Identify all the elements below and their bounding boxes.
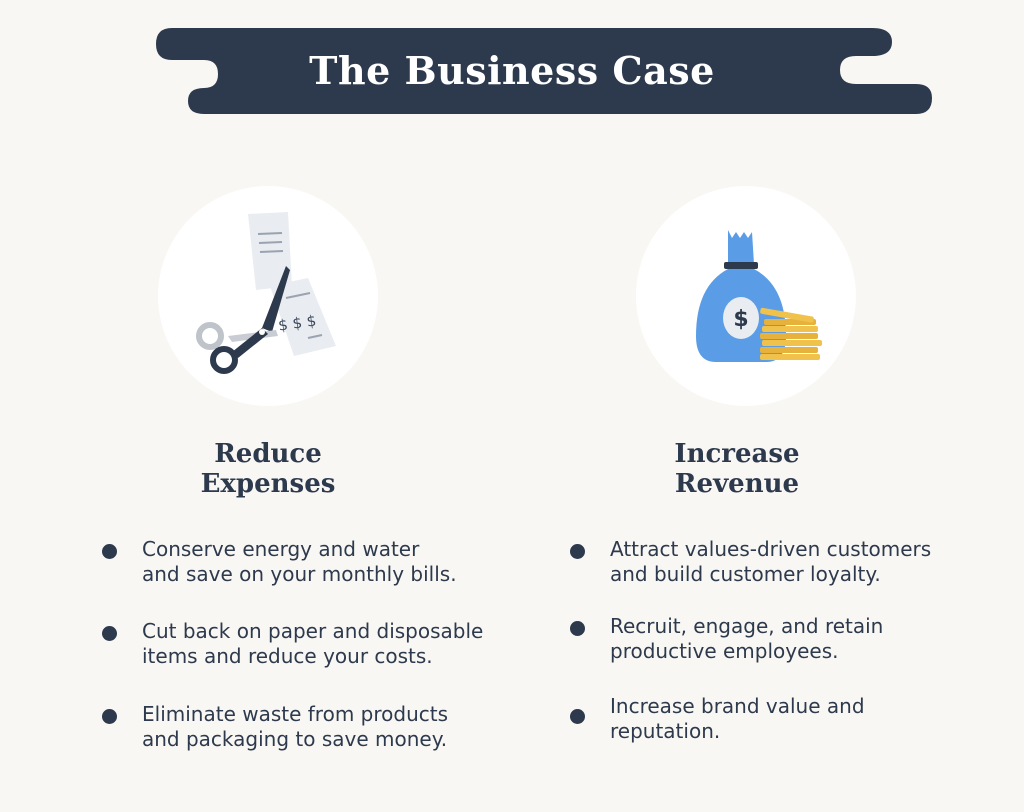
bullet-dot xyxy=(102,626,117,641)
bullet-line: productive employees. xyxy=(610,639,839,663)
bullet-line: and packaging to save money. xyxy=(142,727,448,751)
bullet-line: and build customer loyalty. xyxy=(610,562,881,586)
bullet-line: and save on your monthly bills. xyxy=(142,562,457,586)
scissors-receipt-illustration: $ $ $ xyxy=(158,186,378,406)
bullet-line: Increase brand value and xyxy=(610,694,865,718)
header-banner: The Business Case xyxy=(0,0,1024,130)
bullet-text: Conserve energy and water and save on yo… xyxy=(142,537,457,587)
bullet-text: Eliminate waste from products and packag… xyxy=(142,702,448,752)
bullet-line: Attract values-driven customers xyxy=(610,537,932,561)
banner-shape xyxy=(156,28,932,114)
increase-revenue-title: Increase Revenue xyxy=(587,439,887,499)
bullet-line: items and reduce your costs. xyxy=(142,644,433,668)
scissors-cutting-receipt-icon: $ $ $ xyxy=(196,212,336,374)
bag-dollar-sign: $ xyxy=(733,307,748,332)
bullet-dot xyxy=(570,544,585,559)
bullet-text: Recruit, engage, and retain productive e… xyxy=(610,614,883,664)
title-line: Increase xyxy=(674,439,800,469)
bullet-dot xyxy=(570,709,585,724)
bullet-line: Conserve energy and water xyxy=(142,537,420,561)
bullet-line: reputation. xyxy=(610,719,721,743)
bullet-text: Cut back on paper and disposable items a… xyxy=(142,619,483,669)
bullet-dot xyxy=(102,709,117,724)
reduce-expenses-title: Reduce Expenses xyxy=(118,439,418,499)
title-line: Revenue xyxy=(674,469,800,499)
bullet-dot xyxy=(102,544,117,559)
money-bag-coins-icon: $ xyxy=(696,230,822,362)
receipt-dollar-text: $ $ $ xyxy=(277,312,317,335)
title-line: Reduce xyxy=(214,439,322,469)
page-title: The Business Case xyxy=(309,48,715,93)
title-line: Expenses xyxy=(200,469,336,499)
bullet-text: Attract values-driven customers and buil… xyxy=(610,537,931,587)
bullet-line: Recruit, engage, and retain xyxy=(610,614,884,638)
bullet-line: Cut back on paper and disposable xyxy=(142,619,484,643)
money-bag-illustration: $ xyxy=(636,186,856,406)
coin-stack xyxy=(760,307,822,360)
bullet-line: Eliminate waste from products xyxy=(142,702,449,726)
bullet-text: Increase brand value and reputation. xyxy=(610,694,865,744)
bullet-dot xyxy=(570,621,585,636)
